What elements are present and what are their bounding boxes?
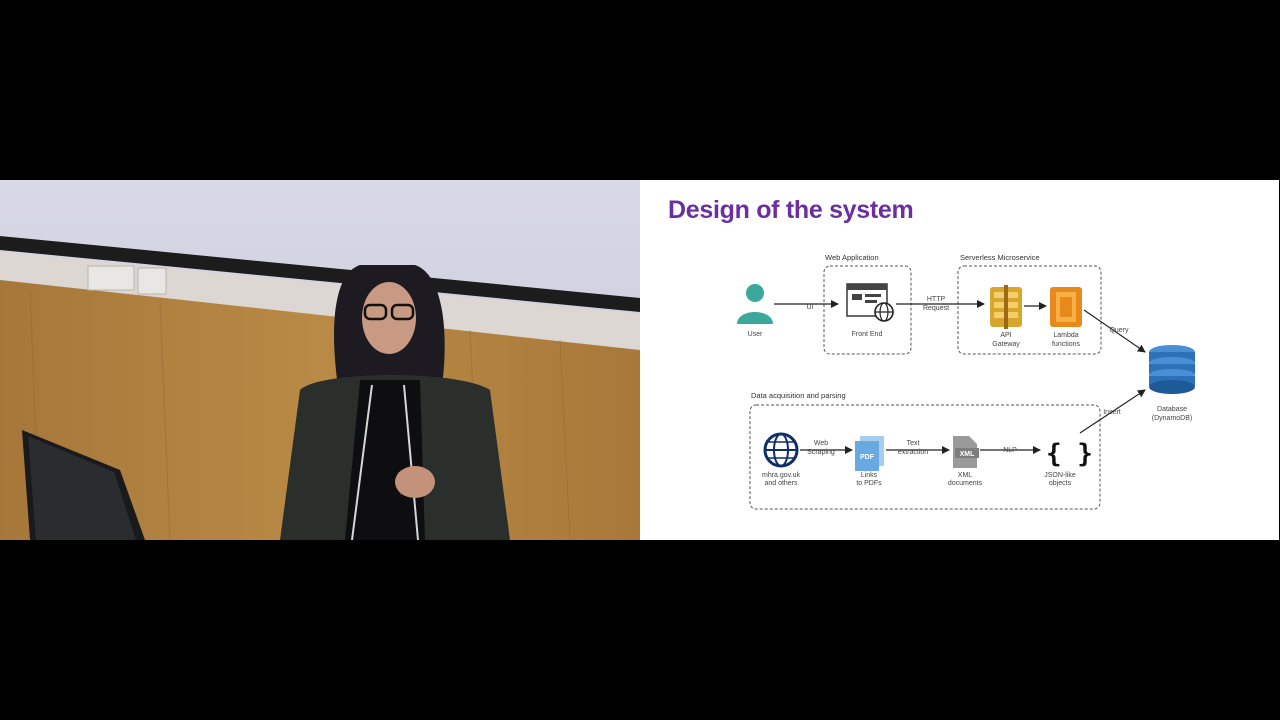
database-icon: [1149, 345, 1195, 394]
edge-webscraping-label-1: Web: [814, 440, 828, 447]
power-socket: [87, 265, 135, 291]
xml-document-icon: XML: [953, 436, 979, 468]
edge-webscraping-label-2: Scraping: [807, 449, 835, 456]
source-label-1: mhra.gov.uk: [762, 472, 800, 479]
svg-text:{ }: { }: [1046, 439, 1093, 469]
presenter: [280, 265, 510, 540]
edge-http-label-1: HTTP: [927, 296, 946, 303]
slide-title: Design of the system: [668, 196, 914, 224]
web-application-group: [823, 265, 912, 355]
edge-http-label-2: Request: [923, 305, 949, 312]
edge-query-label: Query: [1109, 327, 1129, 334]
globe-icon: [763, 432, 799, 468]
edge-text-extraction-label-2: extraction: [898, 449, 928, 456]
user-icon: [737, 284, 773, 324]
edge-nlp-label: NLP: [1003, 447, 1017, 454]
serverless-microservice-group: [957, 265, 1102, 355]
data-acquisition-label: Data acquisition and parsing: [751, 391, 846, 400]
database-label-2: (DynamoDB): [1152, 415, 1192, 422]
lambda-label-1: Lambda: [1053, 332, 1078, 339]
web-application-label: Web Application: [825, 253, 879, 262]
computer-monitor: [22, 430, 145, 540]
system-architecture-diagram: Web Application Serverless Microservice …: [737, 253, 1195, 510]
wall-switch: [137, 267, 167, 295]
json-label-2: objects: [1049, 480, 1072, 487]
api-gateway-label-1: API: [1000, 332, 1011, 339]
front-end-icon: [846, 283, 894, 322]
json-braces-icon: { }: [1046, 439, 1093, 469]
presentation-slide: Design of the system Web Application Ser…: [640, 180, 1279, 540]
lambda-label-2: functions: [1052, 341, 1081, 348]
api-gateway-icon: [990, 285, 1022, 329]
database-label-1: Database: [1157, 406, 1187, 413]
xml-label-2: documents: [948, 480, 983, 487]
lecture-room-scene: [0, 180, 640, 540]
json-label-1: JSON-like: [1044, 472, 1076, 479]
edge-insert-label: Insert: [1103, 409, 1121, 416]
links-pdfs-label-1: Links: [861, 472, 878, 479]
xml-icon-text: XML: [960, 451, 976, 458]
user-label: User: [748, 331, 763, 338]
xml-label-1: XML: [958, 472, 973, 479]
edge-ui-label: UI: [807, 304, 814, 311]
links-pdfs-label-2: to PDFs: [856, 480, 882, 487]
arrow-lambda-database: [1083, 309, 1146, 353]
serverless-microservice-label: Serverless Microservice: [960, 253, 1040, 262]
arrow-json-database: [1079, 389, 1146, 434]
lecture-video-frame: [0, 180, 640, 540]
data-acquisition-group: [749, 404, 1101, 510]
board-rail: [0, 236, 640, 312]
front-end-label: Front End: [852, 331, 883, 338]
source-label-2: and others: [764, 480, 798, 487]
pdf-icon-text: PDF: [860, 454, 875, 461]
api-gateway-label-2: Gateway: [992, 341, 1020, 348]
lambda-icon: [1050, 287, 1082, 327]
edge-text-extraction-label-1: Text: [907, 440, 920, 447]
pdf-icon: PDF: [855, 436, 884, 471]
